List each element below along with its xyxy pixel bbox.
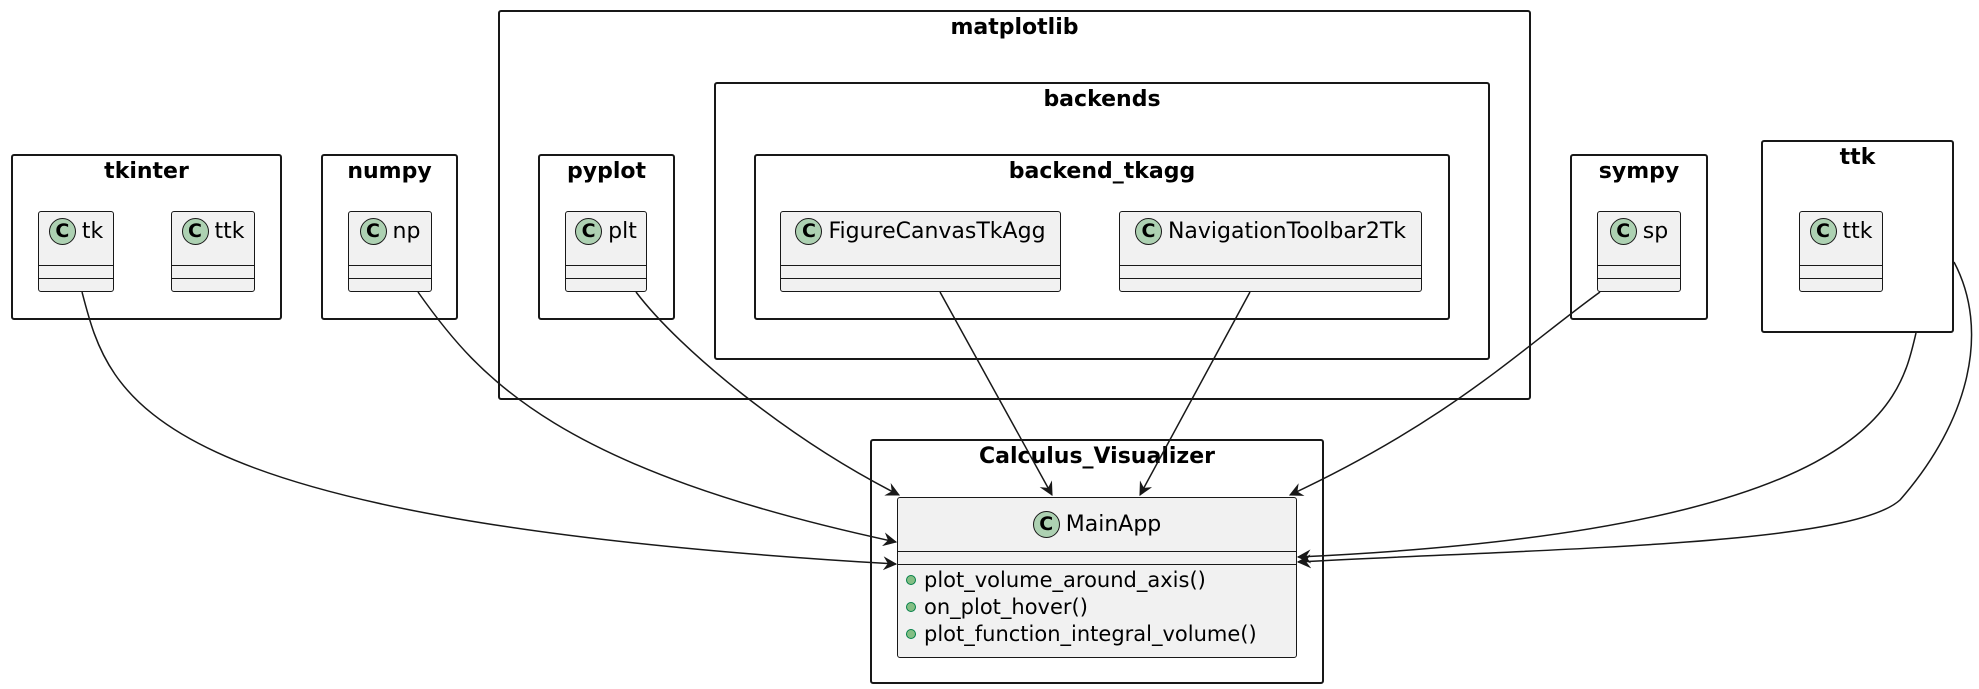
class-icon: C xyxy=(1609,218,1637,245)
class-name: ttk xyxy=(214,219,245,244)
package-tkinter: tkinter xyxy=(11,154,282,320)
class-separator xyxy=(1800,278,1882,279)
package-title: backends xyxy=(1043,87,1161,112)
package-backend-tkagg: backend_tkagg xyxy=(754,154,1450,320)
class-name: tk xyxy=(81,219,104,244)
package-title: Calculus_Visualizer xyxy=(979,444,1215,469)
class-icon: C xyxy=(48,218,76,245)
method-name: plot_function_integral_volume() xyxy=(924,621,1257,646)
class-icon: C xyxy=(1134,218,1162,245)
edge-sp-to-mainapp xyxy=(1288,291,1601,496)
class-icon: C xyxy=(181,218,209,245)
class-separator xyxy=(566,278,646,279)
edge-np-to-mainapp xyxy=(417,291,898,547)
package-pyplot: pyplot xyxy=(538,154,675,320)
package-title: pyplot xyxy=(566,159,646,184)
class-icon: C xyxy=(1032,510,1060,538)
class-tkinter-ttk: C ttk xyxy=(171,211,255,292)
class-separator xyxy=(39,265,113,266)
class-separator xyxy=(39,278,113,279)
class-separator xyxy=(781,265,1060,266)
edge-tk-to-mainapp xyxy=(81,291,898,571)
class-name: MainApp xyxy=(1065,511,1162,537)
package-title: backend_tkagg xyxy=(1008,159,1196,184)
class-separator xyxy=(1598,265,1680,266)
public-method-icon xyxy=(906,628,916,639)
class-name: np xyxy=(392,219,421,244)
class-sp: C sp xyxy=(1597,211,1681,292)
class-name: FigureCanvasTkAgg xyxy=(828,219,1046,244)
method-item: on_plot_hover() xyxy=(906,593,1292,620)
class-ttk: C ttk xyxy=(1799,211,1883,292)
class-separator xyxy=(349,278,431,279)
package-title: matplotlib xyxy=(950,15,1079,40)
package-title: sympy xyxy=(1598,159,1680,184)
class-icon: C xyxy=(795,218,823,245)
class-separator xyxy=(1120,278,1421,279)
class-tk: C tk xyxy=(38,211,114,292)
class-name: sp xyxy=(1642,219,1669,244)
class-name: plt xyxy=(608,219,637,244)
package-numpy: numpy xyxy=(321,154,458,320)
class-separator xyxy=(898,564,1296,565)
edge-figurecanvas-to-mainapp xyxy=(939,291,1053,497)
public-method-icon xyxy=(906,574,916,585)
class-separator xyxy=(1800,265,1882,266)
class-plt: C plt xyxy=(565,211,647,292)
edge-navtoolbar-to-mainapp xyxy=(1139,291,1251,497)
public-method-icon xyxy=(906,601,916,612)
class-separator xyxy=(172,265,254,266)
edge-plt-to-mainapp xyxy=(635,291,901,496)
method-list: plot_volume_around_axis() on_plot_hover(… xyxy=(906,566,1292,647)
package-sympy: sympy xyxy=(1570,154,1708,320)
package-calculus-visualizer: Calculus_Visualizer xyxy=(870,439,1324,684)
class-icon: C xyxy=(359,218,387,245)
class-separator xyxy=(566,265,646,266)
class-figure-canvas-tkagg: C FigureCanvasTkAgg xyxy=(780,211,1061,292)
package-matplotlib: matplotlib xyxy=(498,10,1531,400)
class-name: ttk xyxy=(1842,219,1873,244)
class-separator xyxy=(898,551,1296,552)
class-name: NavigationToolbar2Tk xyxy=(1167,219,1407,244)
class-navigation-toolbar2tk: C NavigationToolbar2Tk xyxy=(1119,211,1422,292)
package-ttk: ttk xyxy=(1761,140,1954,333)
method-name: plot_volume_around_axis() xyxy=(924,567,1206,592)
method-name: on_plot_hover() xyxy=(924,594,1088,619)
class-separator xyxy=(1598,278,1680,279)
edge-ttk-to-mainapp-1 xyxy=(1296,332,1917,564)
method-item: plot_volume_around_axis() xyxy=(906,566,1292,593)
package-backends: backends xyxy=(714,82,1490,360)
class-separator xyxy=(1120,265,1421,266)
package-title: ttk xyxy=(1839,145,1876,170)
package-title: tkinter xyxy=(104,159,189,184)
class-separator xyxy=(781,278,1060,279)
edge-ttk-to-mainapp-2 xyxy=(1296,261,1973,569)
package-title: numpy xyxy=(347,159,432,184)
class-icon: C xyxy=(575,218,603,245)
method-item: plot_function_integral_volume() xyxy=(906,620,1292,647)
class-main-app: C MainApp plot_volume_around_axis() on_p… xyxy=(897,497,1297,658)
class-separator xyxy=(349,265,431,266)
class-separator xyxy=(172,278,254,279)
class-icon: C xyxy=(1809,218,1837,245)
class-np: C np xyxy=(348,211,432,292)
